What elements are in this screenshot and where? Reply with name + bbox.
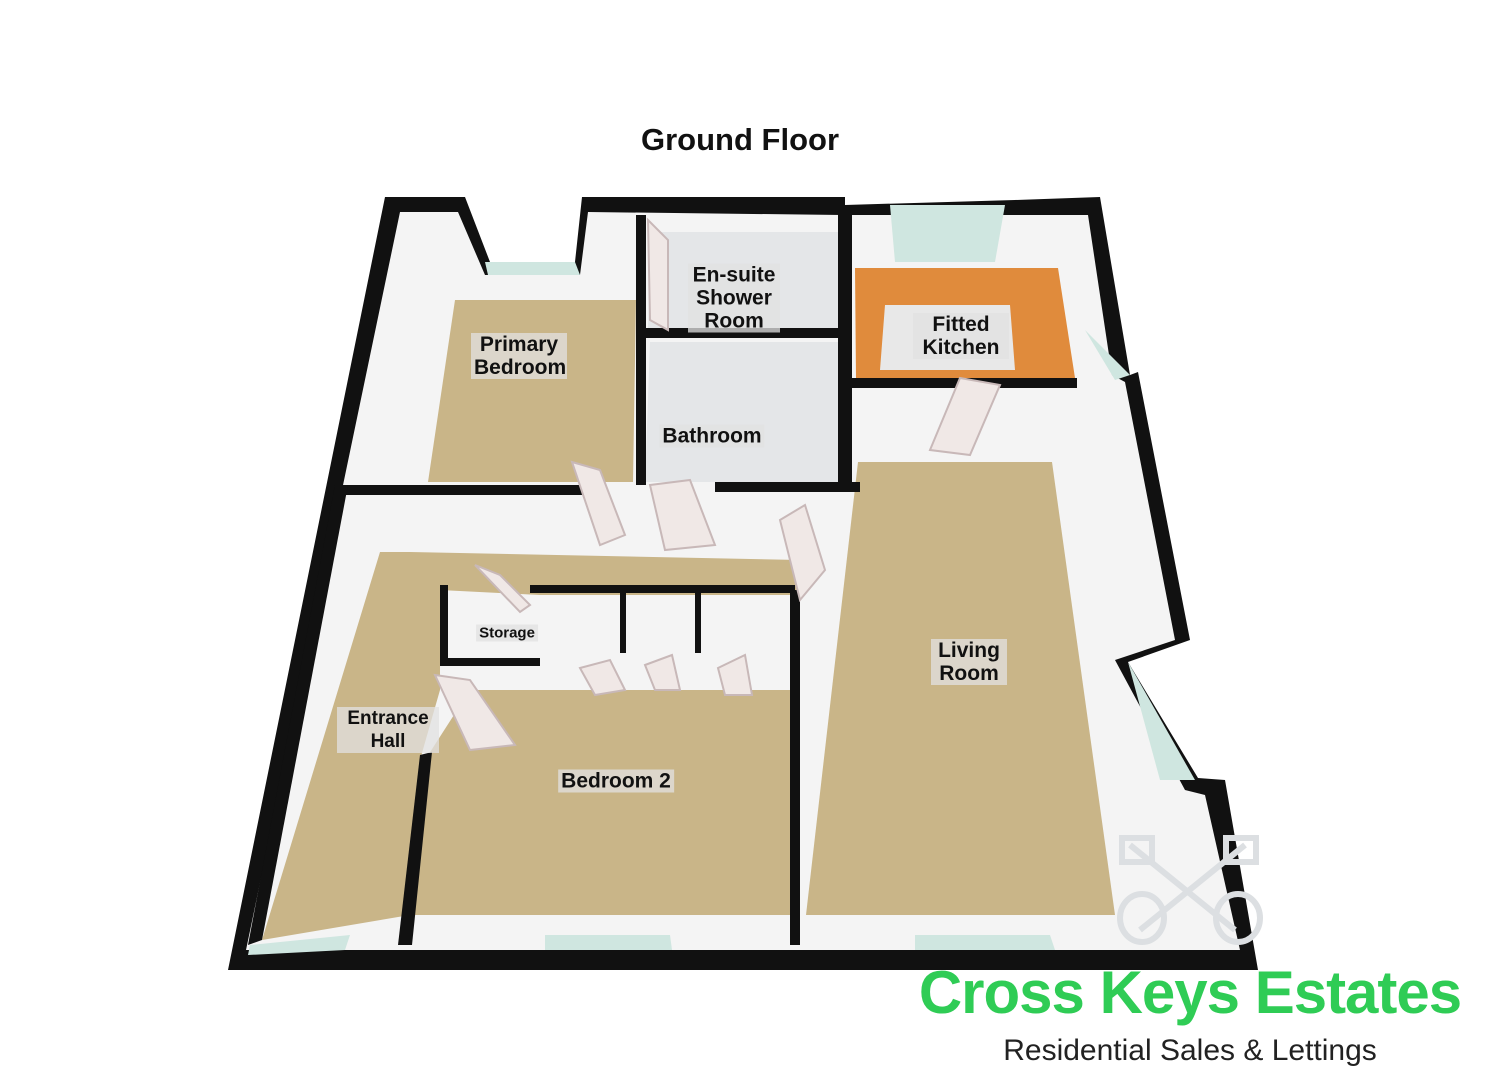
label-bedroom-2: Bedroom 2 [558, 769, 674, 793]
label-primary-bedroom: Primary Bedroom [471, 333, 567, 379]
label-living-room: Living Room [931, 639, 1007, 685]
windows [248, 205, 1195, 955]
cross-keys-logo-icon [1117, 835, 1263, 945]
hall-floor [262, 552, 800, 940]
label-entrance-hall: Entrance Hall [337, 707, 439, 753]
brand-tagline: Residential Sales & Lettings [1003, 1034, 1377, 1067]
label-ensuite: En-suite Shower Room [688, 263, 780, 333]
bathroom-floor [645, 342, 852, 482]
doors [433, 217, 1002, 752]
label-fitted-kitchen: Fitted Kitchen [913, 313, 1009, 359]
floor-title: Ground Floor [640, 122, 840, 157]
label-storage: Storage [476, 624, 538, 642]
living-room-floor [806, 462, 1115, 915]
label-bathroom: Bathroom [659, 424, 765, 448]
brand-name: Cross Keys Estates [918, 959, 1462, 1026]
primary-bedroom-floor [428, 300, 636, 482]
